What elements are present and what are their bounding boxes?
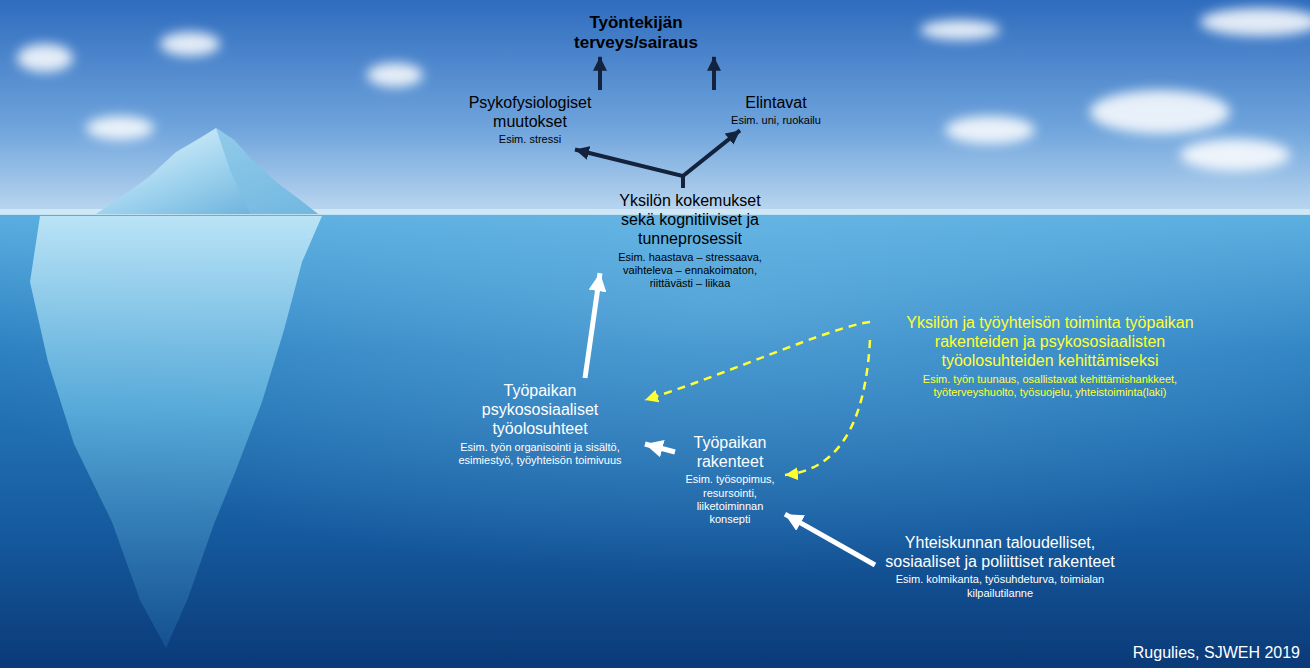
node-example: Esim. työn organisointi ja sisältö, esim… <box>440 441 640 467</box>
node-example: Esim. kolmikanta, työsuhdeturva, toimial… <box>880 573 1120 599</box>
experience-box: Yksilön kokemukset sekä kognitiiviset ja… <box>600 188 780 293</box>
node-heading: Elintavat <box>696 93 856 112</box>
node-example: Esim. työn tuunaus, osallistavat kehittä… <box>895 373 1205 399</box>
causal-arrow <box>785 514 875 565</box>
causal-arrow <box>683 130 740 188</box>
node-heading: Yksilön kokemukset sekä kognitiiviset ja… <box>611 191 769 249</box>
level-box: Työpaikan psykososiaaliset työolosuhteet… <box>435 378 645 470</box>
feedback-arrow <box>785 340 870 475</box>
node-example: Esim. stressi <box>455 133 605 146</box>
mechanism-box: ElintavatEsim. uni, ruokailu <box>691 90 861 130</box>
causal-arrow <box>585 273 600 378</box>
feedback-arrow <box>645 322 870 400</box>
mechanism-box: Psykofysiologiset muutoksetEsim. stressi <box>450 90 610 150</box>
action-box: Yksilön ja työyhteisön toiminta työpaika… <box>870 310 1230 402</box>
node-heading: Yksilön ja työyhteisön toiminta työpaika… <box>900 313 1200 371</box>
node-example: Esim. haastava – stressaava, vaihteleva … <box>604 251 776 291</box>
causal-arrow <box>645 444 675 452</box>
outcome-box: Työntekijän terveys/sairaus <box>551 10 721 57</box>
node-heading: Yhteiskunnan taloudelliset, sosiaaliset … <box>880 533 1120 571</box>
node-heading: Työpaikan psykososiaaliset työolosuhteet <box>465 381 615 439</box>
level-box: Yhteiskunnan taloudelliset, sosiaaliset … <box>875 530 1125 603</box>
level-box: Työpaikan rakenteetEsim. työsopimus, res… <box>675 430 785 529</box>
causal-arrow <box>598 57 602 90</box>
causal-arrow <box>575 150 683 188</box>
causal-arrow <box>712 57 716 90</box>
node-heading: Työpaikan rakenteet <box>680 433 780 471</box>
node-heading: Työntekijän terveys/sairaus <box>561 13 711 54</box>
node-example: Esim. uni, ruokailu <box>696 114 856 127</box>
node-heading: Psykofysiologiset muutokset <box>455 93 605 131</box>
node-example: Esim. työsopimus, resursointi, liiketoim… <box>680 473 780 526</box>
source-note: Rugulies, SJWEH 2019 <box>1133 644 1300 662</box>
